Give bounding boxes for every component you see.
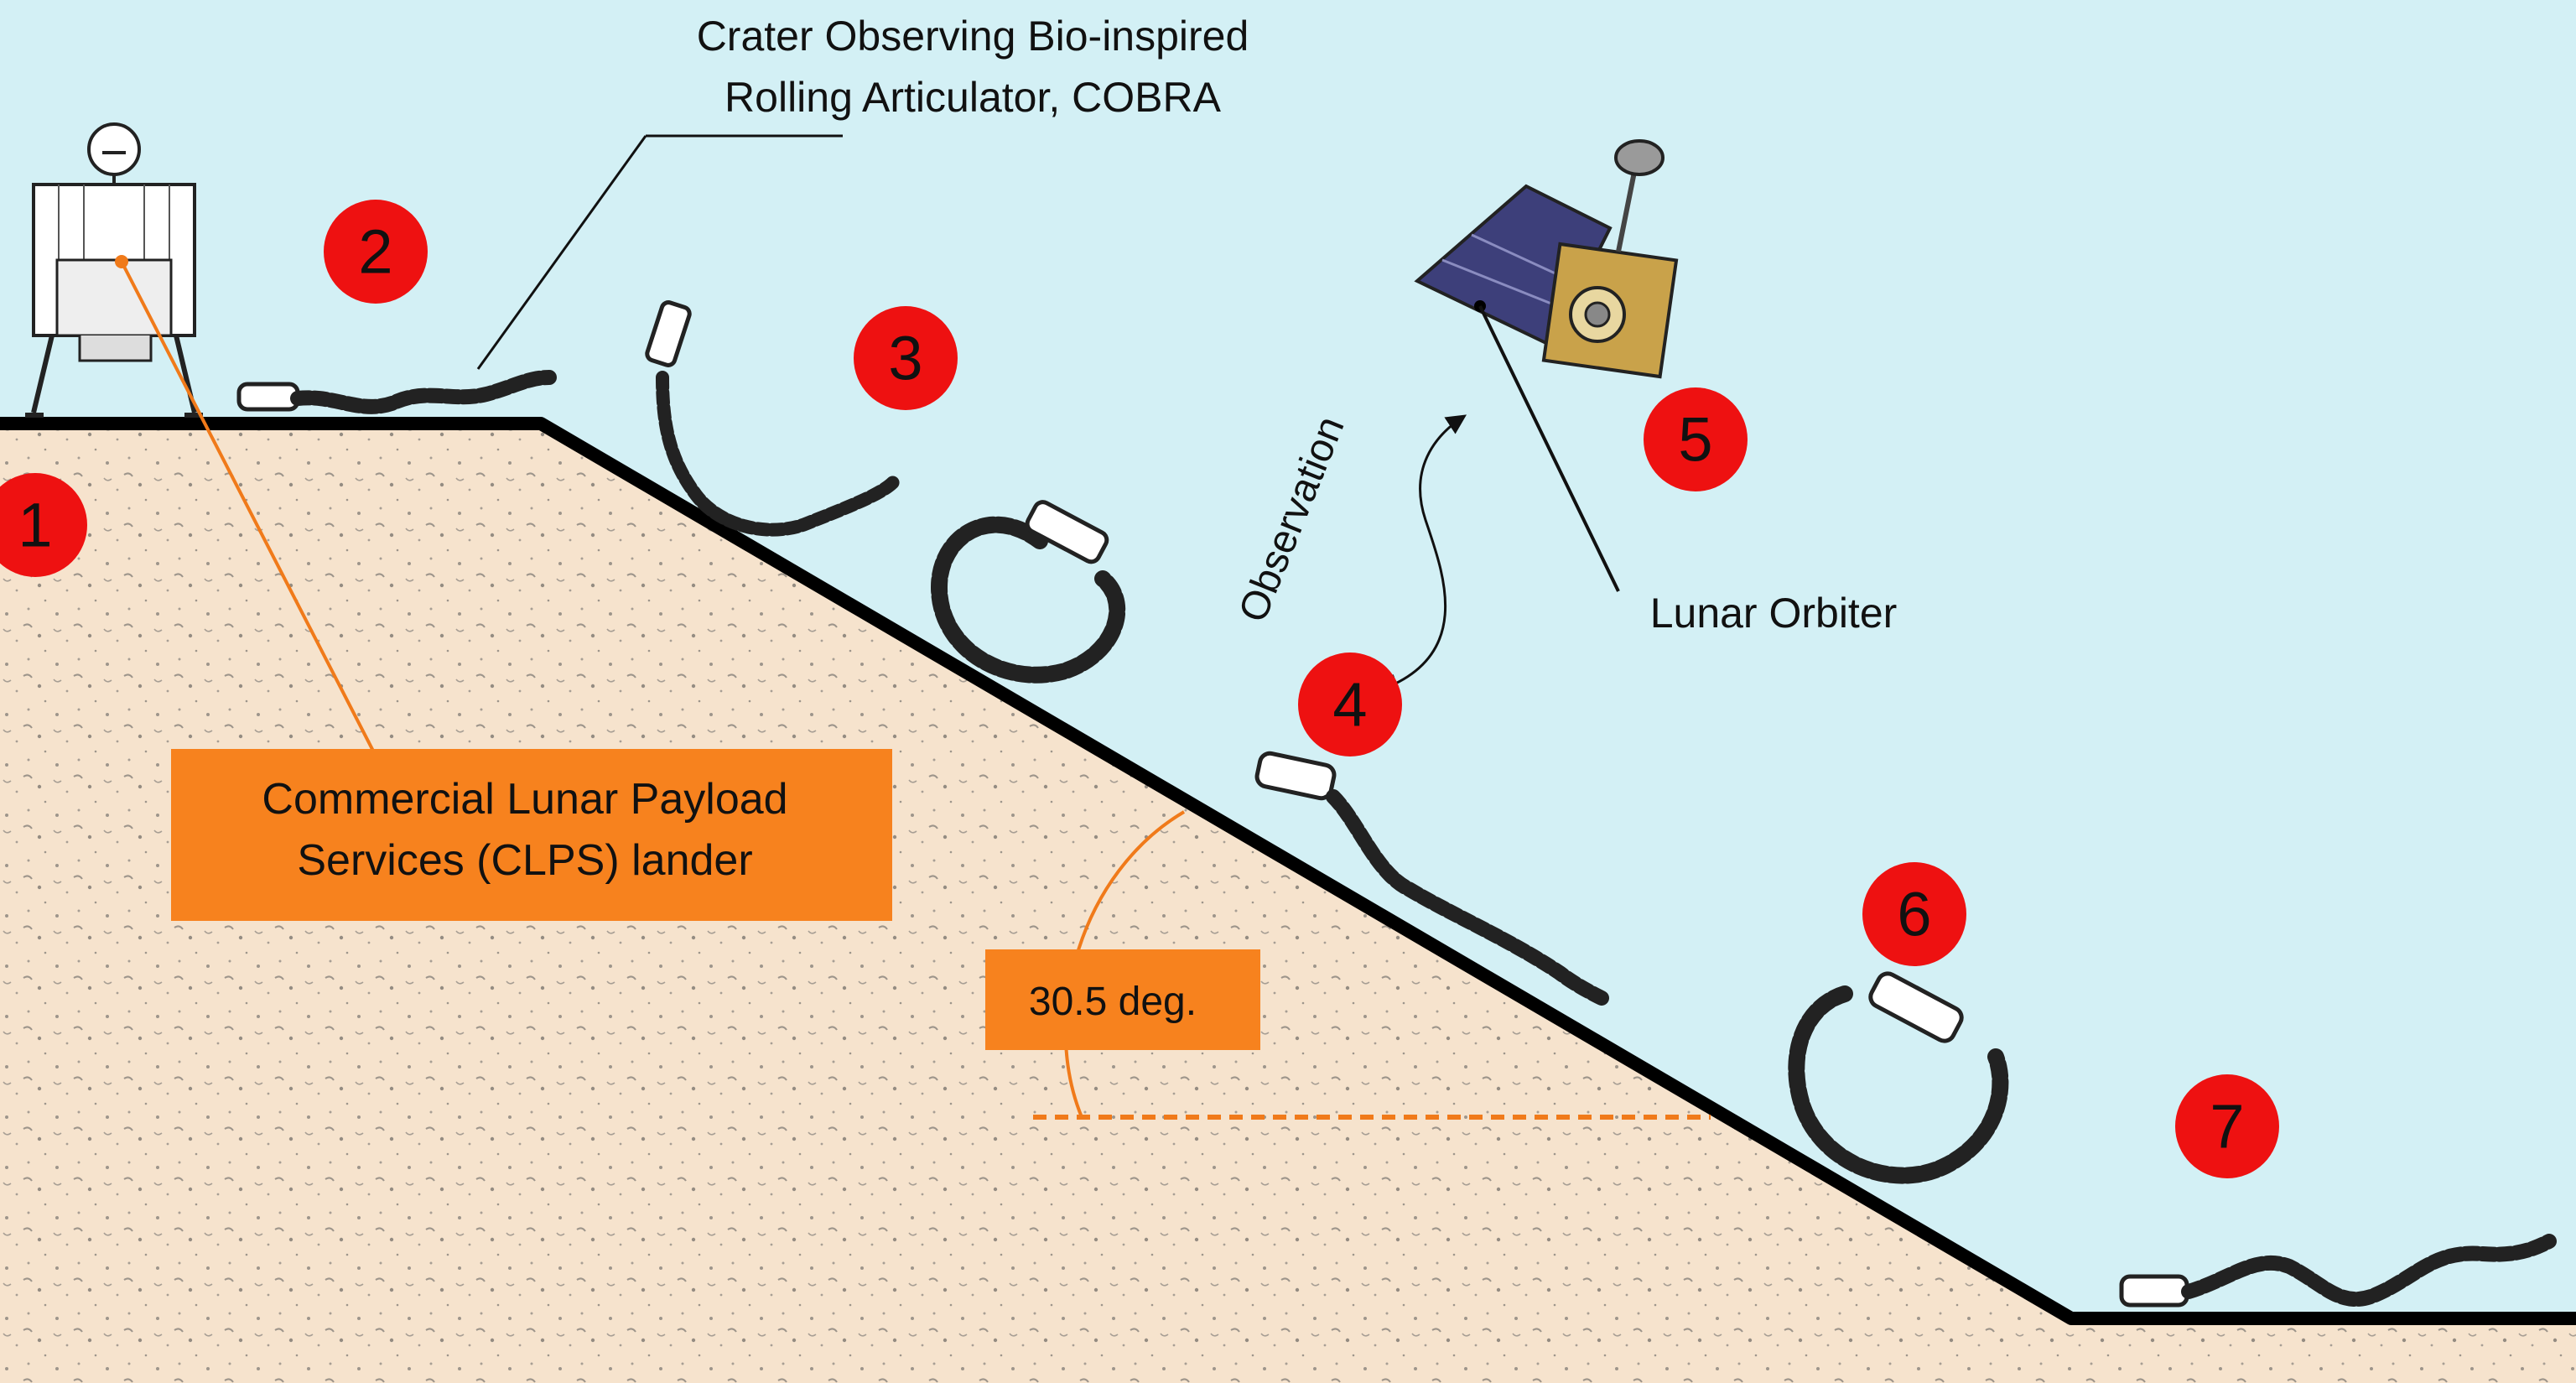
cobra-label-line2: Rolling Articulator, COBRA [724,74,1222,121]
step-marker-1: 1 [0,473,87,577]
step-marker-6: 6 [1862,862,1966,966]
orbiter-label: Lunar Orbiter [1650,590,1898,637]
step-number: 6 [1897,880,1931,949]
observation-arrow [1378,414,1467,694]
step-number: 7 [2210,1092,2244,1162]
angle-callout-box [985,949,1260,1050]
angle-arc [1063,810,1186,1118]
orbiter-leader-line [1478,305,1620,592]
ground-texture [0,424,2576,1383]
step-marker-7: 7 [2175,1074,2279,1178]
lander-icon [25,122,203,418]
lander-leader-dot [115,255,128,268]
lander-label-line1: Commercial Lunar Payload [262,775,787,824]
step-number: 3 [888,324,922,393]
lander-callout-box [171,749,892,921]
step-marker-3: 3 [854,306,958,410]
terrain [0,417,2576,1383]
angle-label: 30.5 deg. [1029,980,1197,1024]
lander-leader-line [120,261,379,760]
step-number: 4 [1332,670,1367,740]
crater-surface-line [0,417,2576,1325]
cobra-label-line1: Crater Observing Bio-inspired [697,13,1249,60]
step-marker-5: 5 [1644,387,1748,491]
step-marker-2: 2 [324,200,428,304]
step-number: 1 [18,491,52,560]
cobra-leader-line [476,135,647,370]
observation-label: Observation [1231,410,1353,628]
lander-label-line2: Services (CLPS) lander [297,836,752,885]
step-markers: 1 2 3 4 5 6 7 [0,200,2279,1178]
lunar-orbiter-icon [1414,139,1679,379]
step-number: 2 [358,217,392,287]
cobra-robot-icon [236,300,2557,1308]
step-marker-4: 4 [1298,653,1402,756]
step-number: 5 [1678,405,1712,475]
